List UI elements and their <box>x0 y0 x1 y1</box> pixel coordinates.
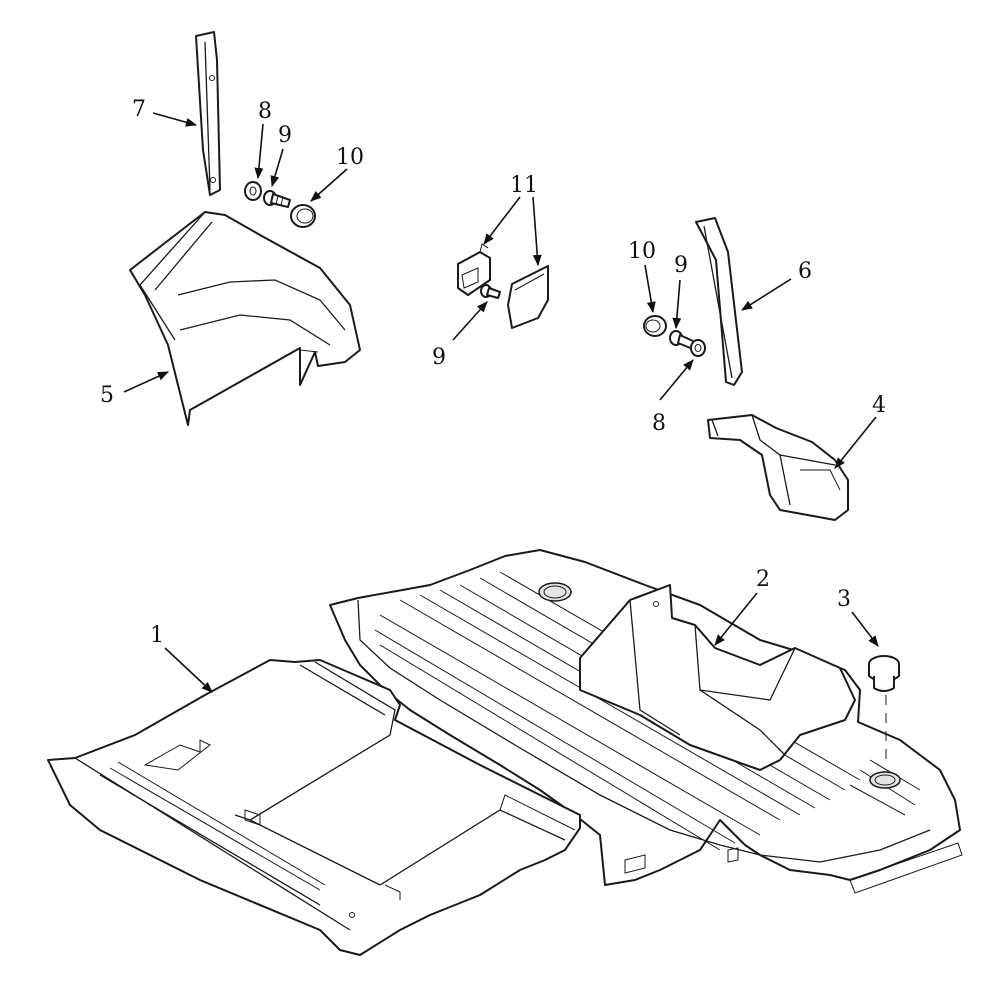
part-8-washer-left <box>244 181 262 201</box>
part-2-floor-pan <box>329 549 963 894</box>
part-5-left-trim-panel <box>129 211 361 426</box>
callout-8-right: 8 <box>652 411 666 436</box>
callout-5: 5 <box>100 383 114 408</box>
callout-9-right: 9 <box>674 253 688 278</box>
callout-10-right: 10 <box>628 239 656 264</box>
callout-4: 4 <box>872 393 886 418</box>
part-10-cap-left <box>290 204 316 228</box>
part-11-latch-cover <box>507 265 549 329</box>
callout-labels: 1 2 3 4 5 6 7 8 8 9 9 9 10 10 11 <box>100 97 886 648</box>
callout-8-left: 8 <box>258 99 272 124</box>
part-1-front-floor-panel <box>47 659 581 956</box>
part-7-pillar-strip <box>195 31 221 196</box>
part-4-right-trim-piece <box>707 414 849 521</box>
callout-6: 6 <box>798 259 812 284</box>
part-9-screw-left <box>263 190 291 208</box>
leader-lines <box>123 112 879 693</box>
callout-7: 7 <box>132 97 146 122</box>
part-8-washer-right <box>690 339 706 357</box>
part-6-pillar-strip-right <box>695 217 743 386</box>
part-9-screw-center <box>480 284 501 299</box>
callout-9-center: 9 <box>432 345 446 370</box>
callout-1: 1 <box>150 623 164 648</box>
callout-2: 2 <box>756 567 770 592</box>
callout-9-left: 9 <box>278 123 292 148</box>
callout-10-left: 10 <box>336 145 364 170</box>
callout-3: 3 <box>837 587 851 612</box>
part-10-cap-right <box>643 315 667 337</box>
part-11-latch-bracket <box>457 243 491 296</box>
part-3-drain-plug <box>868 655 900 760</box>
callout-11: 11 <box>510 173 538 198</box>
